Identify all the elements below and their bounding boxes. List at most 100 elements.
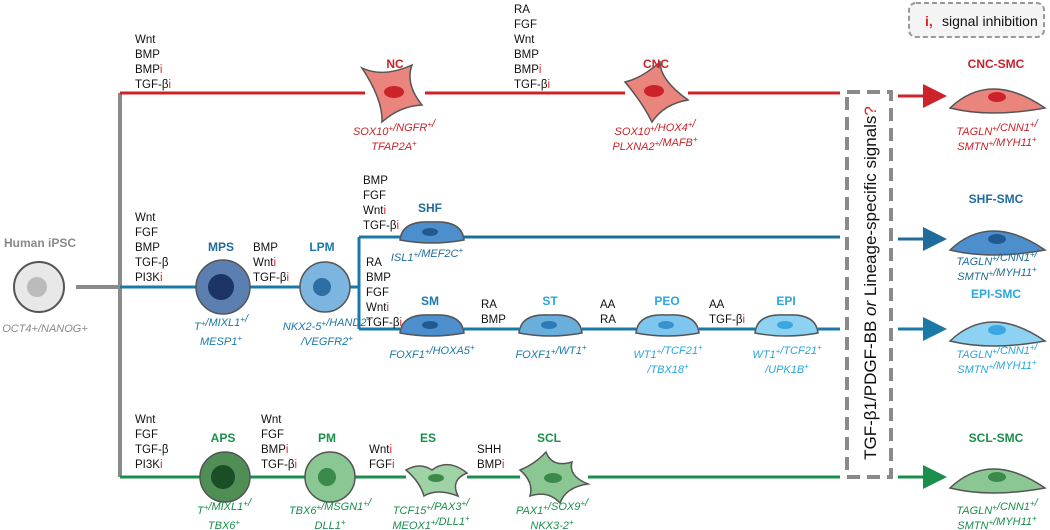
cnc-smc-markers: TAGLN+/CNN1+/ <box>956 118 1038 138</box>
legend-text: signal inhibition <box>942 13 1038 29</box>
signal-label: Wnti <box>366 302 389 314</box>
lpm-cell <box>299 261 351 313</box>
signal-label: BMP <box>135 242 160 254</box>
cnc-smc-cell <box>948 88 1047 114</box>
inhibition-mark: i <box>742 314 745 326</box>
cnc-smc-markers: SMTN+/MYH11+ <box>957 135 1037 153</box>
sm-markers: FOXF1+/HOXA5+ <box>389 343 474 361</box>
inhibition-mark: i <box>286 272 289 284</box>
pm-markers: DLL1+ <box>315 518 346 530</box>
inhibition-mark: i <box>273 257 276 269</box>
signal-label: SHH <box>477 444 501 456</box>
inhibition-mark: i <box>399 317 402 329</box>
epi-cell <box>754 314 819 337</box>
cnc-markers: SOX10+/HOX4+/ <box>615 118 697 138</box>
signal-label: BMPi <box>135 64 162 76</box>
signal-label: BMPi <box>477 459 504 471</box>
signal-label: TGF-βi <box>253 272 289 284</box>
signal-label: AA <box>600 299 616 311</box>
scl-smc-cell <box>948 468 1047 494</box>
shf-name: SHF <box>418 201 442 215</box>
scl-smc-name: SCL-SMC <box>969 431 1024 445</box>
inhibition-mark: i <box>539 64 542 76</box>
legend: i, signal inhibition <box>908 2 1045 38</box>
cnc-markers: PLXNA2+/MAFB+ <box>612 135 698 153</box>
signal-label: TGF-βi <box>363 220 399 232</box>
mps-markers: MESP1+ <box>200 334 242 348</box>
signals-to-scl: SHH BMPi <box>477 444 504 471</box>
signal-label: Wnt <box>135 414 156 426</box>
inhibition-mark: i <box>160 459 163 471</box>
pm-markers: TBX6+/MSGN1+/ <box>289 497 372 517</box>
signal-label: Wnti <box>253 257 276 269</box>
signal-label: BMPi <box>261 444 288 456</box>
signal-label: PI3Ki <box>135 272 163 284</box>
scl-name: SCL <box>537 431 561 445</box>
ipsc-markers: OCT4+/NANOG+ <box>2 323 88 335</box>
shf-cell <box>399 221 465 244</box>
signal-label: Wnti <box>363 205 386 217</box>
epi-smc-name: EPI-SMC <box>971 287 1021 301</box>
scl-markers: PAX1+/SOX9+/ <box>516 497 589 517</box>
signal-label: PI3Ki <box>135 459 163 471</box>
peo-markers: /TBX18+ <box>646 362 689 376</box>
es-markers: MEOX1+/DLL1+ <box>392 514 470 530</box>
mps-name: MPS <box>208 240 234 254</box>
signal-label: TGF-βi <box>261 459 297 471</box>
signal-label: FGF <box>261 429 284 441</box>
inhibition-mark: i <box>396 220 399 232</box>
cnc-name: CNC <box>643 57 669 71</box>
ipsc-name: Human iPSC <box>4 236 76 250</box>
scl-cell <box>518 450 591 505</box>
aps-markers: T+/MIXL1+/ <box>197 497 252 517</box>
inhibition-mark: i <box>392 459 395 471</box>
signal-label: TGF-β <box>135 257 169 269</box>
signal-label: TGF-βi <box>514 79 550 91</box>
inhibition-mark: i <box>386 302 389 314</box>
pathway-lines <box>76 84 947 489</box>
signal-label: FGF <box>135 227 158 239</box>
epi-smc-markers: SMTN+/MYH11+ <box>957 358 1037 376</box>
epi-name: EPI <box>776 294 795 308</box>
signal-label: FGFi <box>369 459 395 471</box>
cnc-cell <box>623 60 690 124</box>
inhibition-mark: i <box>383 205 386 217</box>
signal-label: RA <box>600 314 616 326</box>
pm-cell <box>304 451 356 503</box>
signal-label: BMP <box>135 49 160 61</box>
mps-markers: T+/MIXL1+/ <box>194 313 249 333</box>
shf-smc-markers: SMTN+/MYH11+ <box>957 265 1037 283</box>
signal-label: FGF <box>514 19 537 31</box>
shf-smc-cell <box>948 230 1047 256</box>
epi-markers: WT1+/TCF21+ <box>752 343 822 361</box>
inhibition-mark: i <box>547 79 550 91</box>
signal-label: RA <box>366 257 382 269</box>
scl-smc-markers: SMTN+/MYH11+ <box>957 514 1037 530</box>
signal-label: AA <box>709 299 725 311</box>
signal-label: TGF-β <box>135 444 169 456</box>
st-name: ST <box>542 294 558 308</box>
peo-name: PEO <box>654 294 679 308</box>
nc-markers: TFAP2A+ <box>371 139 417 153</box>
signal-box-label: TGF-β1/PDGF-BB or Lineage-specific signa… <box>861 106 880 460</box>
scl-smc-markers: TAGLN+/CNN1+/ <box>956 497 1038 517</box>
signal-label: BMPi <box>514 64 541 76</box>
inhibition-mark: i <box>389 444 392 456</box>
signal-label: Wnt <box>261 414 282 426</box>
es-name: ES <box>420 431 436 445</box>
inhibition-mark: i <box>294 459 297 471</box>
signal-label: BMP <box>363 175 388 187</box>
signal-label: RA <box>514 4 530 16</box>
inhibition-mark: i <box>502 459 505 471</box>
st-markers: FOXF1+/WT1+ <box>515 343 586 361</box>
lpm-name: LPM <box>309 240 334 254</box>
scl-markers: NKX3-2+ <box>530 518 574 530</box>
